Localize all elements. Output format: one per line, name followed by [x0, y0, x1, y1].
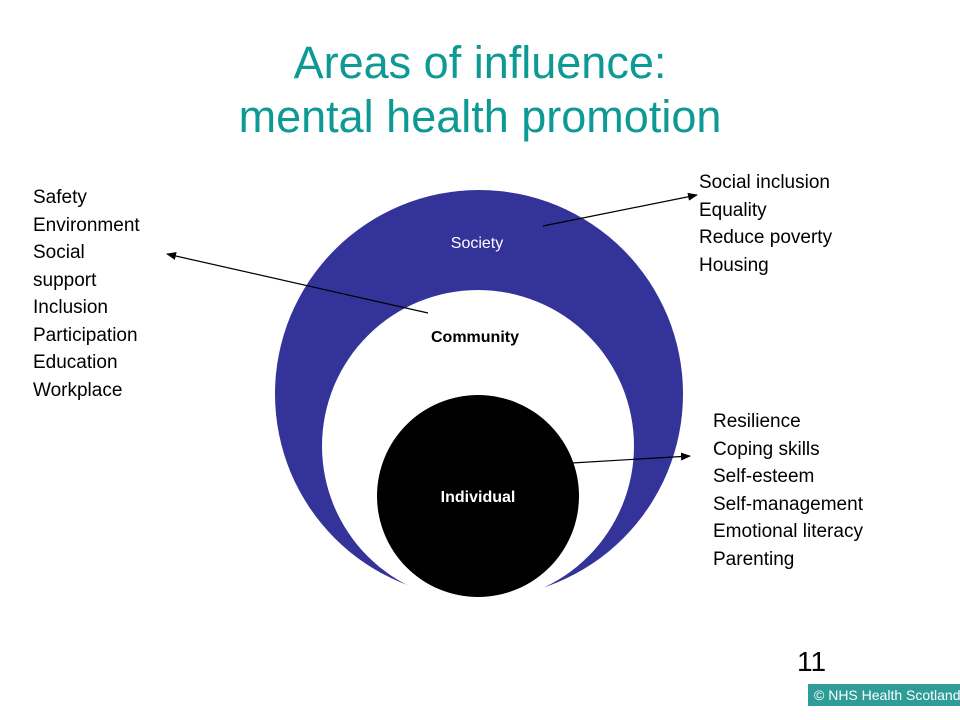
society-label: Society [451, 235, 503, 252]
community-label: Community [431, 329, 519, 346]
list-item: Parenting [713, 548, 795, 570]
arrow-community [166, 252, 429, 314]
arrow-society [542, 192, 698, 227]
list-item: Safety [33, 187, 87, 208]
individual-circle [377, 395, 579, 597]
list-item: Social [33, 242, 85, 263]
list-item: Resilience [713, 411, 801, 432]
list-item: support [33, 269, 97, 291]
list-item: Reduce poverty [699, 227, 833, 248]
arrow-individual [571, 452, 691, 464]
nhs-health-scotland-logo: © NHS Health Scotland [808, 684, 960, 706]
title-line-1: Areas of influence: [293, 37, 667, 88]
slide-title: Areas of influence: mental health promot… [0, 36, 960, 144]
individual-label: Individual [441, 489, 516, 506]
list-item: Self-esteem [713, 466, 815, 487]
list-item: Coping skills [713, 438, 820, 460]
list-item: Participation [33, 324, 138, 346]
list-item: Emotional literacy [713, 521, 863, 542]
list-item: Social inclusion [699, 172, 830, 193]
list-item: Environment [33, 214, 140, 236]
list-item: Self-management [713, 493, 863, 515]
list-item: Workplace [33, 379, 123, 401]
list-item: Education [33, 352, 118, 373]
list-item: Housing [699, 254, 769, 276]
title-line-2: mental health promotion [238, 91, 722, 142]
list-item: Inclusion [33, 297, 108, 318]
page-number: 11 [797, 646, 827, 677]
list-item: Equality [699, 199, 767, 221]
